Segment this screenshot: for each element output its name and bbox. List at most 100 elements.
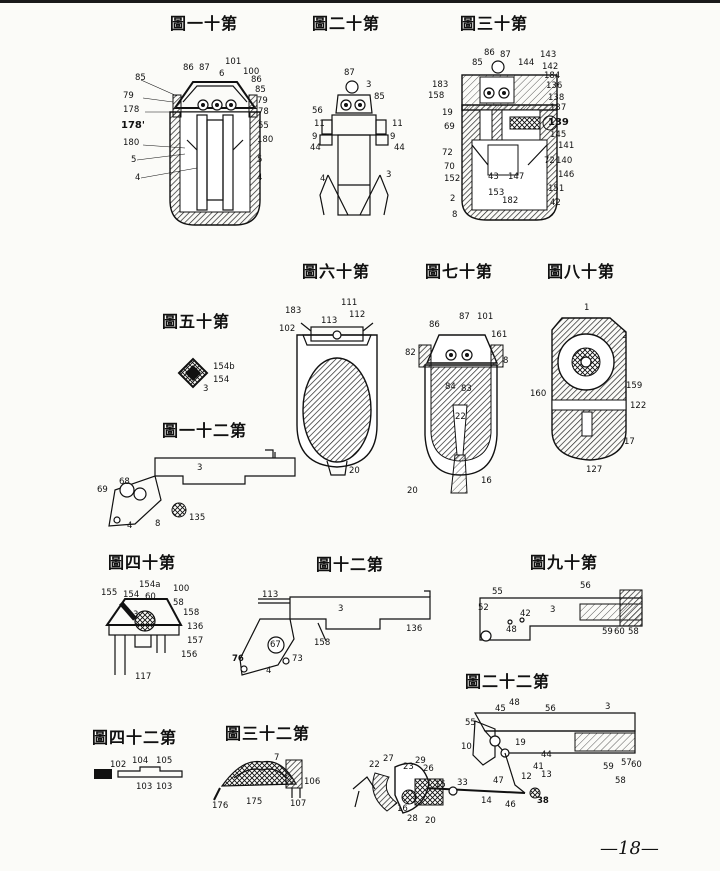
svg-text:103: 103 [136,782,152,792]
svg-text:8: 8 [452,210,457,220]
svg-text:69: 69 [444,122,455,132]
svg-text:55: 55 [465,718,476,728]
svg-text:16: 16 [397,804,408,814]
svg-text:56: 56 [312,106,323,116]
svg-text:20: 20 [407,486,418,496]
svg-text:140: 140 [556,156,572,166]
svg-text:52: 52 [478,603,489,613]
svg-text:144: 144 [518,58,534,68]
svg-text:117: 117 [135,672,151,682]
svg-text:20: 20 [425,816,436,826]
svg-text:3: 3 [605,702,610,712]
svg-text:44: 44 [541,750,552,760]
svg-text:3: 3 [203,384,208,394]
svg-text:152: 152 [444,174,460,184]
svg-text:136: 136 [187,622,203,632]
svg-text:87: 87 [500,50,511,60]
svg-text:158: 158 [183,608,199,618]
svg-text:158: 158 [314,638,330,648]
fig-twelve-title: 圖十二第 [316,555,385,574]
svg-text:3: 3 [197,463,202,473]
fig18-title: 圖八十第 [547,262,616,281]
svg-text:113: 113 [321,316,337,326]
svg-text:113: 113 [262,590,278,600]
svg-text:23: 23 [403,762,414,772]
svg-text:60: 60 [631,760,642,770]
svg-text:19: 19 [442,108,453,118]
svg-text:70: 70 [444,162,455,172]
svg-text:12: 12 [521,772,532,782]
svg-text:84: 84 [445,382,456,392]
svg-text:13: 13 [541,770,552,780]
svg-text:82: 82 [405,348,416,358]
page-number: —18— [600,838,659,859]
svg-text:146: 146 [558,170,574,180]
svg-text:138: 138 [548,93,564,103]
svg-text:161: 161 [491,330,507,340]
svg-text:158: 158 [428,91,444,101]
svg-text:4: 4 [127,521,132,531]
svg-text:136: 136 [546,81,562,91]
svg-text:60: 60 [145,592,156,602]
top-border-line [0,0,720,3]
svg-text:26: 26 [423,764,434,774]
svg-text:85: 85 [374,92,385,102]
svg-text:3: 3 [366,80,371,90]
svg-text:17: 17 [624,437,635,447]
svg-text:106: 106 [304,777,320,787]
svg-text:85: 85 [135,73,146,83]
svg-text:85: 85 [472,58,483,68]
svg-text:145: 145 [550,130,566,140]
svg-text:178: 178 [123,105,139,115]
svg-text:135: 135 [189,513,205,523]
svg-text:100: 100 [173,584,189,594]
svg-text:136: 136 [406,624,422,634]
svg-text:87: 87 [344,68,355,78]
svg-text:180: 180 [123,138,139,148]
svg-text:1: 1 [584,303,589,313]
svg-text:73: 73 [292,654,303,664]
svg-text:142: 142 [542,62,558,72]
svg-text:56: 56 [580,581,591,591]
svg-text:107: 107 [290,799,306,809]
svg-text:38: 38 [537,796,549,806]
svg-text:139: 139 [548,117,569,128]
fig13-title: 圖三十第 [460,14,529,33]
svg-text:159: 159 [626,381,642,391]
svg-text:43: 43 [488,172,499,182]
svg-text:68: 68 [119,477,130,487]
svg-text:15: 15 [435,780,446,790]
svg-text:8: 8 [503,356,508,366]
svg-text:141: 141 [558,141,574,151]
svg-text:5: 5 [131,155,136,165]
svg-text:147: 147 [508,172,524,182]
svg-text:11: 11 [392,119,403,129]
svg-text:183: 183 [285,306,301,316]
svg-text:3: 3 [133,610,138,620]
svg-text:79: 79 [123,91,134,101]
svg-text:6: 6 [219,69,224,79]
svg-text:101: 101 [477,312,493,322]
svg-text:48: 48 [506,625,517,635]
svg-text:16: 16 [481,476,492,486]
svg-text:55: 55 [492,587,503,597]
svg-text:22: 22 [369,760,380,770]
svg-text:48: 48 [509,698,520,708]
svg-text:4: 4 [320,174,325,184]
svg-text:86: 86 [251,75,262,85]
svg-text:28: 28 [407,814,418,824]
svg-text:103: 103 [156,782,172,792]
svg-text:87: 87 [199,63,210,73]
svg-text:100: 100 [243,67,259,77]
